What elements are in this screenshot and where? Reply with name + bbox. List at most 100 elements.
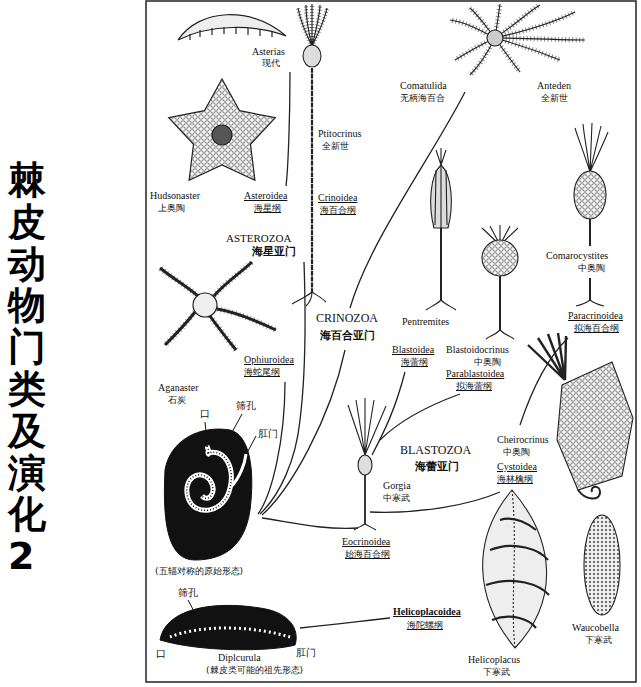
comatulida-figure	[450, 4, 585, 75]
taxon-label: Parablastoidea	[446, 368, 504, 380]
drawing-part	[575, 123, 608, 172]
drawing-part	[584, 515, 620, 615]
drawing-part	[431, 165, 452, 228]
vertical-title: 棘皮动物门类及演化2	[8, 160, 46, 578]
comarocystites-figure	[574, 123, 608, 306]
taxon-label: 海林檎纲	[497, 474, 533, 484]
drawing-part	[499, 276, 501, 330]
ancestor-form: 筛孔口肛门Diplcurula(棘皮类可能的祖先形态)	[150, 585, 330, 682]
taxon-label: Blastoidocrinus	[446, 344, 509, 356]
taxon-label: Hudsonaster	[150, 190, 200, 202]
taxon-label: 下寒武	[483, 667, 510, 677]
drawing-part	[193, 293, 217, 317]
blastoidocrinus-figure	[482, 225, 518, 339]
drawing-part	[487, 30, 503, 46]
taxon-label: 海百合亚门	[320, 330, 375, 343]
drawing-part	[486, 330, 514, 339]
figure-part	[170, 628, 290, 637]
figure-part	[205, 414, 256, 453]
taxon-label: Ptitocrinus	[318, 128, 361, 140]
drawing-part	[354, 524, 376, 530]
figure-label: 口	[200, 408, 210, 420]
taxon-label: Pentremites	[402, 316, 449, 328]
drawing-part	[578, 487, 600, 499]
drawing-part	[486, 519, 549, 628]
primitive-form: 口 筛孔肛门 (五辐对称的原始形态)	[150, 398, 285, 583]
figure-part	[187, 446, 231, 510]
figure-label: 肛门	[258, 428, 278, 440]
drawing-part	[380, 394, 460, 440]
helicoplacus-figure	[483, 490, 549, 648]
taxon-label: CRINOZOA	[316, 312, 378, 326]
taxon-label: 拟海蕾纲	[456, 381, 492, 391]
pentremites-figure	[426, 148, 456, 310]
drawing-part	[348, 398, 386, 455]
taxon-label: Aganaster	[158, 382, 199, 394]
taxon-label: 中奥陶	[474, 357, 501, 367]
drawing-part	[178, 15, 286, 40]
taxon-label: Anteden	[537, 80, 571, 92]
taxon-label: 中奥陶	[503, 447, 530, 457]
ptitocrinus-figure	[292, 4, 327, 306]
taxon-label: 上奥陶	[158, 203, 185, 213]
taxon-label: Crinoidea	[318, 192, 357, 204]
drawing-part	[358, 455, 372, 475]
drawing-part	[436, 148, 446, 165]
taxon-label: 全新世	[541, 93, 568, 103]
figure-label: 口	[156, 648, 166, 660]
drawing-part	[483, 490, 547, 648]
figure-label: 筛孔	[178, 587, 198, 599]
drawing-part	[557, 362, 633, 490]
drawing-part	[292, 292, 326, 306]
cheirocrinus-figure	[528, 333, 633, 499]
taxon-label: Ophiuroidea	[244, 354, 294, 366]
taxon-label: Cystoidea	[497, 461, 537, 473]
drawing-part	[190, 27, 272, 40]
drawing-part	[311, 67, 313, 292]
gorgia-figure	[348, 398, 386, 530]
figure-label: (五辐对称的原始形态)	[155, 566, 243, 576]
taxon-label: 全新世	[322, 141, 349, 151]
taxon-label: 海蕾亚门	[415, 461, 459, 474]
drawing-part	[260, 262, 305, 514]
taxon-label: Gorgia	[383, 480, 411, 492]
taxon-label: Eocrinoidea	[342, 536, 390, 548]
taxon-label: Waucobella	[572, 622, 619, 634]
taxon-label: Helicoplacoidea	[393, 606, 461, 618]
drawing-part	[372, 372, 405, 455]
figure-part	[230, 454, 246, 488]
taxon-label: 海陀螺纲	[407, 620, 443, 630]
drawing-part	[450, 4, 585, 75]
hudsonaster-figure	[169, 79, 276, 180]
figure-label: 筛孔	[236, 400, 256, 412]
taxon-label: Helicoplacus	[468, 654, 520, 666]
figure-label: Diplcurula	[218, 652, 261, 664]
taxon-label: 中寒武	[383, 493, 410, 503]
taxon-label: 现代	[262, 58, 280, 68]
drawing-part	[169, 79, 276, 180]
taxon-label: 拟海百合纲	[574, 323, 619, 333]
drawing-part	[298, 4, 327, 46]
taxon-label: 中奥陶	[578, 263, 605, 273]
taxon-label: Asteroidea	[244, 190, 287, 202]
taxon-label: Paracrinoidea	[568, 310, 623, 322]
drawing-part	[298, 4, 327, 46]
drawing-part	[482, 240, 518, 276]
drawing-part	[310, 67, 314, 292]
taxon-label: 下寒武	[585, 635, 612, 645]
drawing-part	[300, 618, 390, 628]
drawing-part	[520, 338, 568, 425]
taxon-label: Blastoidea	[392, 344, 434, 356]
taxon-label: 海蛇尾纲	[244, 367, 280, 377]
figure-part	[187, 446, 231, 510]
figure-label: (棘皮类可能的祖先形态)	[206, 665, 303, 675]
waucobella-figure	[584, 515, 620, 615]
asterias-figure	[178, 15, 286, 40]
drawing-part	[160, 262, 276, 350]
frame	[146, 1, 636, 682]
drawing-part	[212, 125, 232, 145]
drawing-part	[370, 492, 500, 512]
taxon-label: 无柄海百合	[400, 93, 445, 103]
